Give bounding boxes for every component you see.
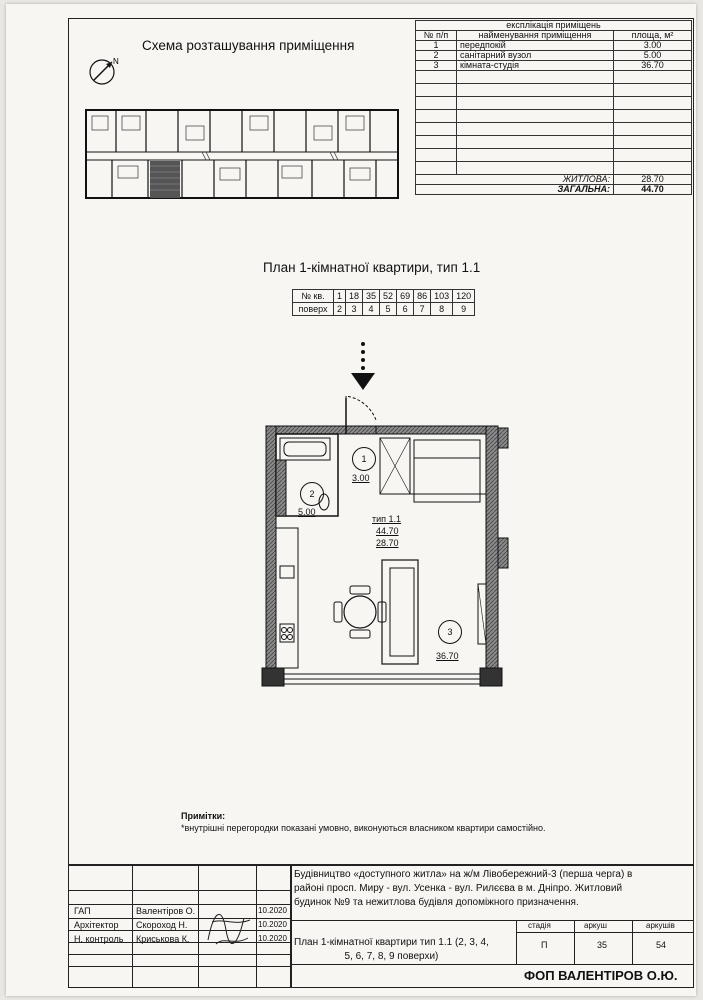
notes-title: Примітки: <box>181 811 226 821</box>
type-living: 28.70 <box>376 538 399 548</box>
header-num: № п/п <box>415 30 457 41</box>
living-area-row: ЖИТЛОВА: 28.70 <box>415 174 692 185</box>
location-scheme-title: Схема розташування приміщення <box>142 38 355 53</box>
sheets-value: 54 <box>656 940 667 950</box>
apartment-floor-table: № кв. 1 18 35 52 69 86 103 120 поверх 2 … <box>292 289 476 316</box>
date-control: 10.2020 <box>258 934 287 943</box>
project-description: Будівництво «доступного житла» на ж/м Лі… <box>294 869 633 908</box>
header-name: найменування приміщення <box>456 30 614 41</box>
room2-number: 2 <box>300 482 324 506</box>
role-control: Н. контроль <box>74 934 124 944</box>
table-row: 2 санітарний вузол 5.00 <box>415 50 692 61</box>
north-arrow-icon: N <box>89 57 119 85</box>
signature-scribble <box>207 914 251 945</box>
name-architect: Скороход Н. <box>136 920 188 930</box>
type-label: тип 1.1 <box>372 514 402 524</box>
apt-label: № кв. <box>292 289 334 303</box>
date-architect: 10.2020 <box>258 920 287 929</box>
name-gap: Валентіров О. <box>136 906 196 916</box>
table-row: 1 передпокій 3.00 <box>415 40 692 51</box>
sheet-value: 35 <box>597 940 608 950</box>
sheet-title: План 1-кімнатної квартири тип 1.1 (2, 3,… <box>294 937 489 962</box>
role-gap: ГАП <box>74 906 91 916</box>
room1-number: 1 <box>352 447 376 471</box>
table-row: 3 кімната-студія 36.70 <box>415 60 692 71</box>
entrance-arrow-icon <box>351 342 375 390</box>
title-block: Будівництво «доступного житла» на ж/м Лі… <box>68 864 694 988</box>
header-area: площа, м² <box>613 30 692 41</box>
drawing-frame <box>68 18 694 988</box>
notes-text: *внутрішні перегородки показані умовно, … <box>181 823 546 833</box>
plan-title: План 1-кімнатної квартири, тип 1.1 <box>263 260 481 275</box>
sheets-label: аркушів <box>646 921 675 930</box>
type-total: 44.70 <box>376 526 399 536</box>
building-floor-scheme <box>85 109 399 199</box>
room3-area: 36.70 <box>436 651 459 661</box>
role-architect: Архітектор <box>74 920 119 930</box>
floor-label: поверх <box>292 302 334 316</box>
sheet-label: аркуш <box>584 921 607 930</box>
stage-value: П <box>541 940 548 950</box>
apartment-floor-plan <box>261 395 509 687</box>
name-control: Криськова К. <box>136 934 190 944</box>
total-area-row: ЗАГАЛЬНА: 44.70 <box>415 184 692 195</box>
svg-text:N: N <box>113 57 119 66</box>
date-gap: 10.2020 <box>258 906 287 915</box>
company-name: ФОП ВАЛЕНТІРОВ О.Ю. <box>524 968 678 983</box>
stage-label: стадія <box>528 921 551 930</box>
room2-area: 5.00 <box>298 507 316 517</box>
room3-number: 3 <box>438 620 462 644</box>
explication-title: експлікація приміщень <box>415 20 692 31</box>
explication-table: експлікація приміщень № п/п найменування… <box>415 20 692 195</box>
room1-area: 3.00 <box>352 473 370 483</box>
highlighted-apartment <box>150 161 180 198</box>
